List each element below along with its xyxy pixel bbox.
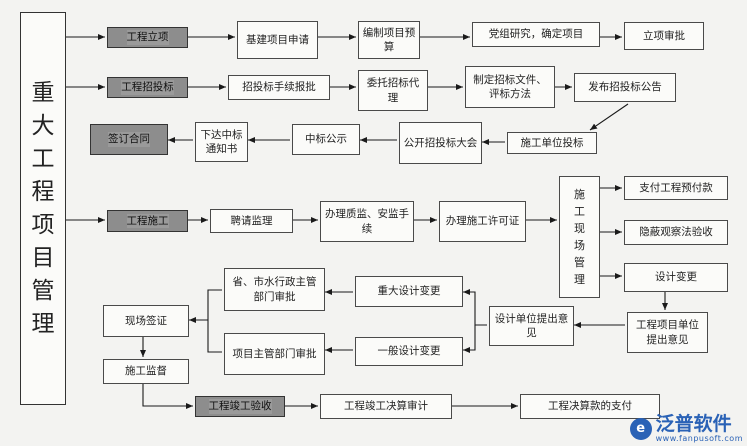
step-party-review-label: 党组研究，确定项目 — [488, 28, 584, 41]
step-final-audit-label: 工程竣工决算审计 — [344, 400, 428, 413]
diagram-title: 重大工程项目管理 — [20, 12, 66, 405]
brand-logo-icon: e — [629, 417, 652, 440]
step-general-change: 一般设计变更 — [355, 337, 463, 366]
step-final-payment-label: 工程决算款的支付 — [548, 400, 632, 413]
step-site-visa-label: 现场签证 — [125, 314, 167, 327]
step-award-notice-label: 下达中标通知书 — [200, 128, 243, 155]
step-bid-announce: 发布招投标公告 — [574, 73, 676, 102]
step-city-approval-label: 省、市水行政主管部门审批 — [232, 276, 317, 303]
step-project-unit-opinion-label: 工程项目单位提出意见 — [636, 319, 699, 346]
step-bid-announce-label: 发布招投标公告 — [588, 81, 662, 94]
step-site-visa: 现场签证 — [103, 305, 189, 337]
step-hidden-check: 隐蔽观察法验收 — [624, 220, 728, 245]
brand-url: www.fanpusoft.com — [655, 434, 743, 443]
step-project-apply-label: 基建项目申请 — [246, 33, 309, 46]
step-party-review: 党组研究，确定项目 — [472, 22, 600, 47]
brand-logo: e 泛普软件 www.fanpusoft.com — [629, 414, 743, 443]
phase-completion: 工程竣工验收 — [195, 396, 285, 417]
step-final-audit: 工程竣工决算审计 — [320, 394, 452, 419]
step-award-notice: 下达中标通知书 — [195, 122, 248, 162]
step-design-change: 设计变更 — [624, 263, 728, 292]
step-bid-docs-label: 制定招标文件、评标方法 — [473, 73, 547, 100]
step-permit-label: 办理施工许可证 — [445, 215, 520, 228]
phase-bidding-label: 工程招投标 — [121, 80, 174, 95]
step-final-payment: 工程决算款的支付 — [520, 394, 660, 419]
step-bid-report: 招投标手续报批 — [228, 75, 330, 100]
step-publicity: 中标公示 — [292, 124, 360, 155]
step-unit-bid: 施工单位投标 — [507, 132, 597, 154]
step-hire-supervisor-label: 聘请监理 — [230, 214, 273, 227]
step-prepay: 支付工程预付款 — [624, 176, 728, 200]
step-open-meeting-label: 公开招投标大会 — [403, 136, 478, 149]
step-prepay-label: 支付工程预付款 — [639, 181, 713, 194]
brand-name: 泛普软件 — [655, 413, 732, 435]
step-approval-label: 立项审批 — [643, 29, 685, 42]
step-quality-safety-label: 办理质监、安监手续 — [325, 208, 409, 235]
phase-completion-label: 工程竣工验收 — [208, 399, 272, 414]
step-hidden-check-label: 隐蔽观察法验收 — [639, 226, 713, 239]
step-hire-supervisor: 聘请监理 — [210, 209, 293, 233]
step-unit-bid-label: 施工单位投标 — [520, 136, 584, 149]
step-bid-agent: 委托招标代理 — [358, 70, 428, 111]
step-site-management-label: 施工现场管理 — [574, 188, 585, 286]
step-quality-safety: 办理质监、安监手续 — [320, 201, 414, 242]
edge-supervision-completion — [142, 384, 193, 409]
step-major-change-label: 重大设计变更 — [377, 285, 441, 298]
step-bid-docs: 制定招标文件、评标方法 — [465, 66, 555, 108]
step-dept-approval: 项目主管部门审批 — [224, 333, 325, 375]
step-supervision-label: 施工监督 — [125, 365, 167, 378]
edge-announce-unitbid — [589, 103, 629, 131]
step-open-meeting: 公开招投标大会 — [399, 122, 482, 164]
phase-initiation: 工程立项 — [107, 27, 188, 48]
step-approval: 立项审批 — [624, 22, 704, 50]
phase-contract-label: 签订合同 — [108, 132, 150, 147]
step-city-approval: 省、市水行政主管部门审批 — [224, 268, 325, 311]
step-design-unit-opinion-label: 设计单位提出意见 — [494, 312, 569, 339]
phase-initiation-label: 工程立项 — [126, 30, 169, 45]
step-project-apply: 基建项目申请 — [237, 21, 318, 59]
step-design-change-label: 设计变更 — [655, 271, 697, 284]
edge-design-unit-branch — [463, 289, 487, 326]
step-general-change-label: 一般设计变更 — [377, 345, 441, 358]
step-bid-report-label: 招投标手续报批 — [242, 81, 316, 94]
phase-bidding: 工程招投标 — [107, 77, 188, 98]
phase-construction: 工程施工 — [107, 210, 188, 232]
step-bid-agent-label: 委托招标代理 — [366, 77, 420, 104]
step-dept-approval-label: 项目主管部门审批 — [232, 347, 317, 360]
step-project-unit-opinion: 工程项目单位提出意见 — [627, 312, 708, 353]
step-design-unit-opinion: 设计单位提出意见 — [489, 306, 574, 346]
edge-approvals-merge — [207, 289, 222, 353]
edge-design-unit-general — [463, 325, 476, 353]
step-supervision: 施工监督 — [103, 359, 189, 384]
step-permit: 办理施工许可证 — [439, 201, 526, 242]
step-publicity-label: 中标公示 — [305, 133, 347, 146]
step-site-management: 施工现场管理 — [559, 176, 600, 298]
brand-logo-text: 泛普软件 www.fanpusoft.com — [656, 414, 743, 443]
step-budget-label: 编制项目预算 — [362, 26, 416, 53]
phase-contract: 签订合同 — [90, 124, 168, 155]
step-major-change: 重大设计变更 — [355, 276, 463, 307]
phase-construction-label: 工程施工 — [126, 213, 169, 229]
step-budget: 编制项目预算 — [358, 21, 420, 59]
